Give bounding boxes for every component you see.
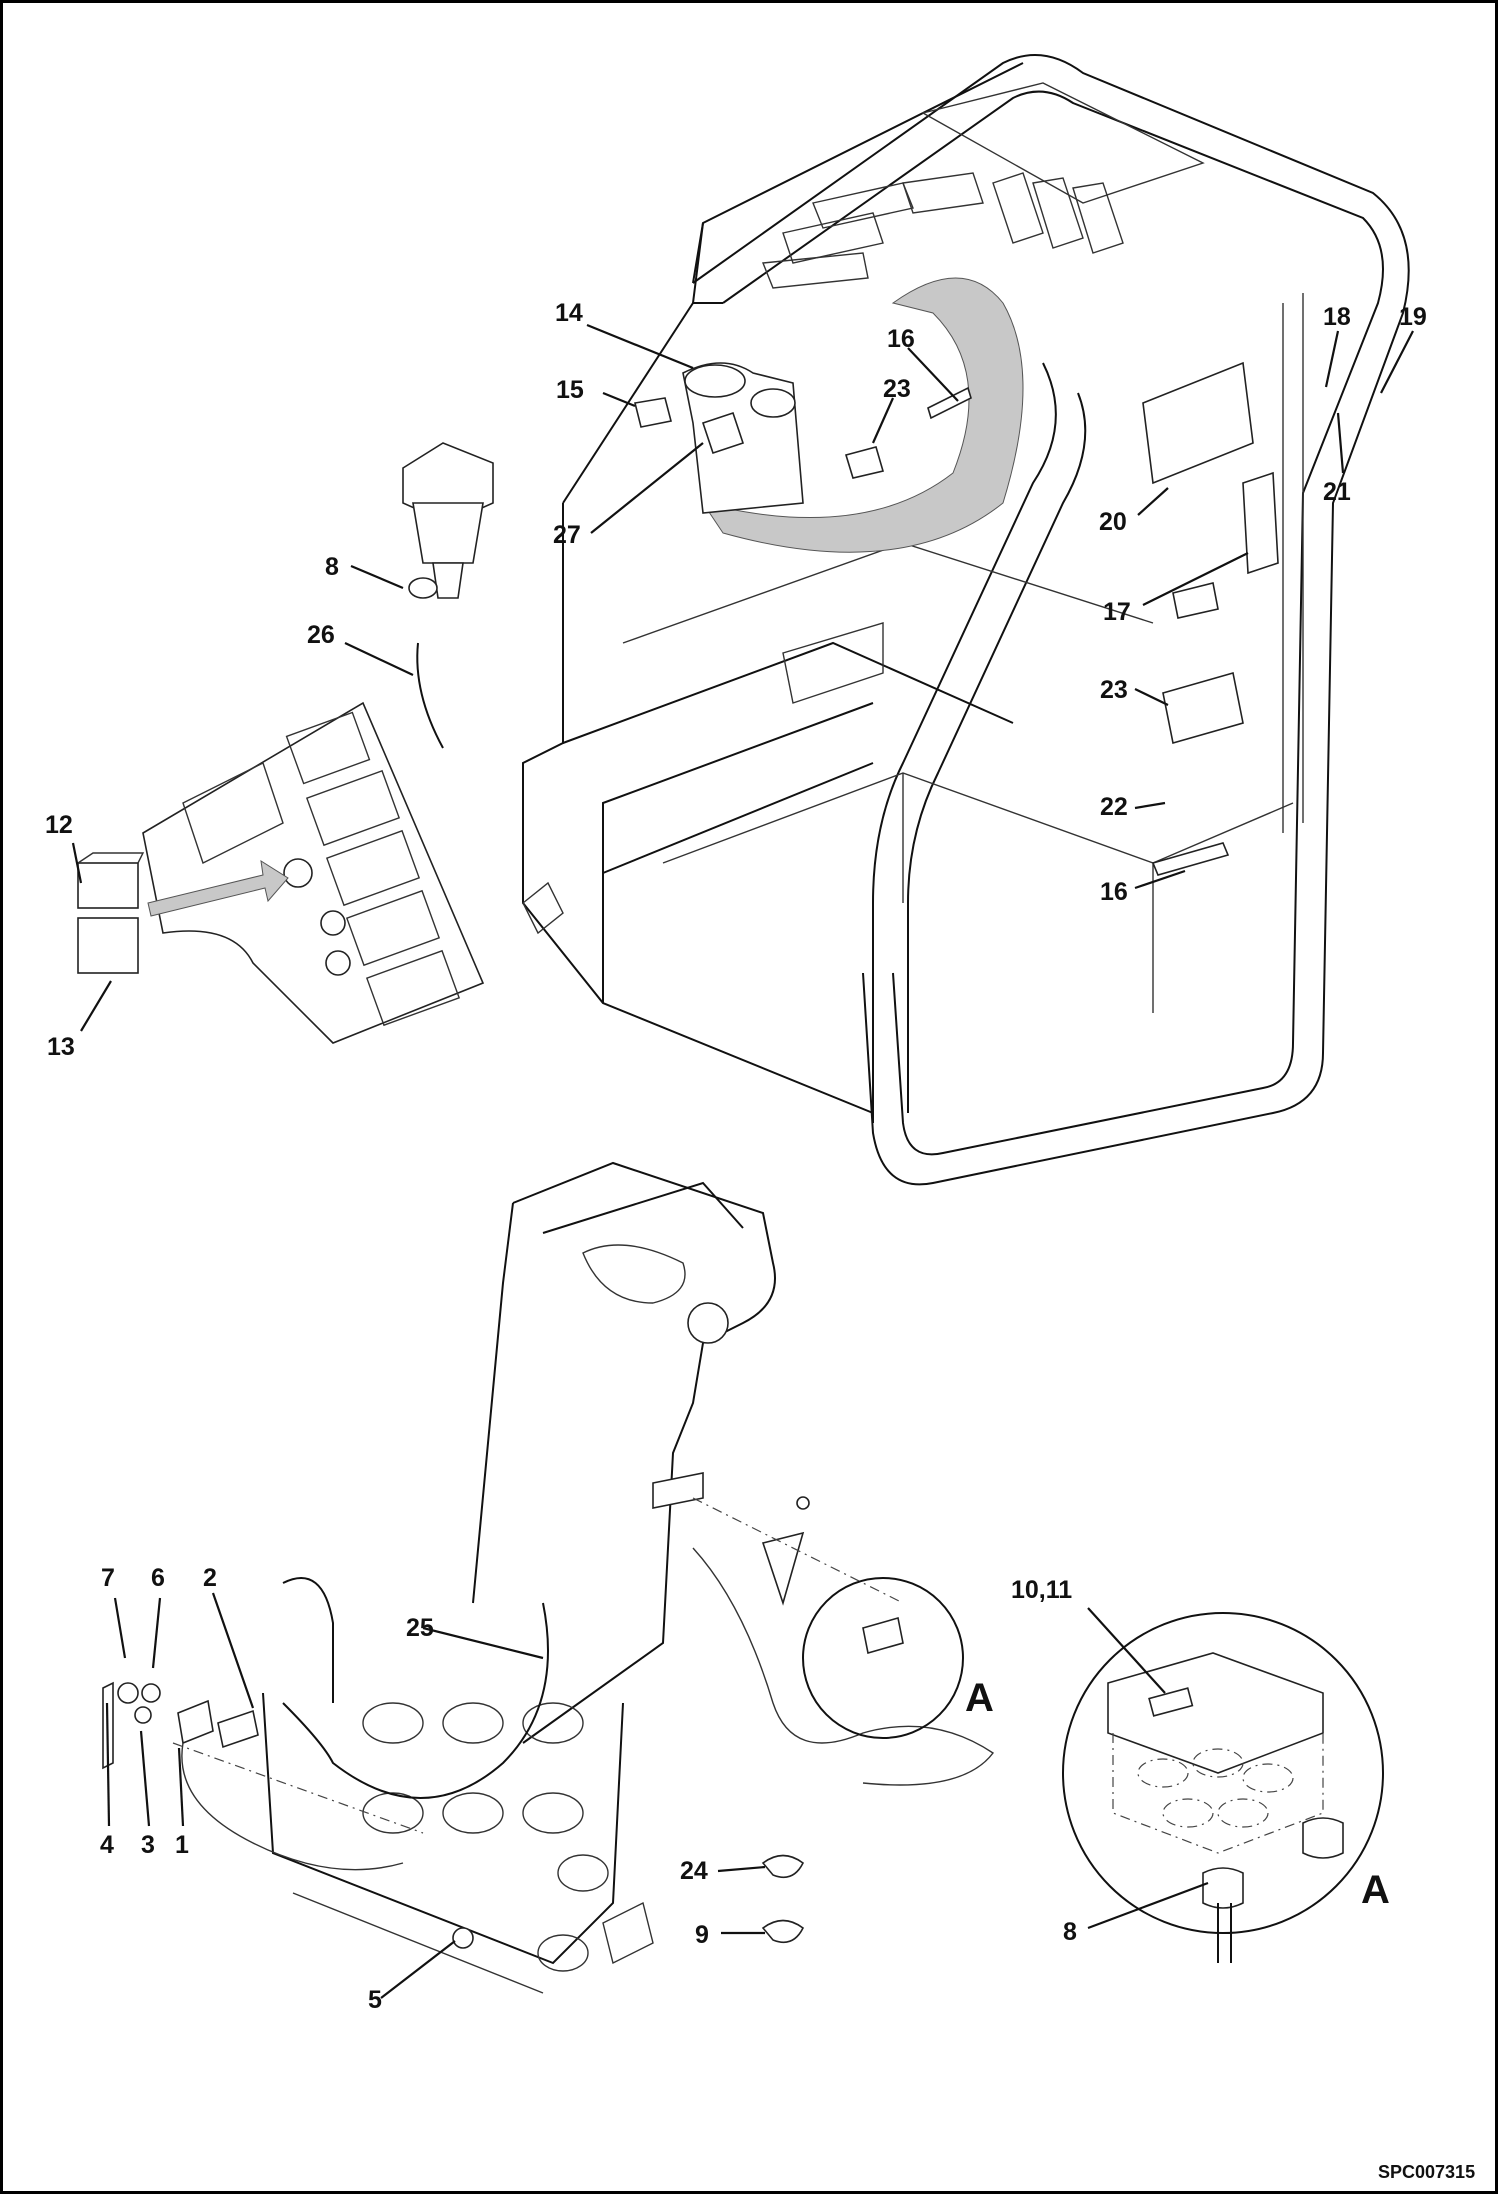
cab-frame [522,54,1410,1186]
detail-a [1062,1612,1384,1963]
callout-23-top: 23 [883,375,911,403]
callout-6: 6 [151,1564,165,1592]
callout-3: 3 [141,1831,155,1859]
callout-10-11: 10,11 [1011,1576,1072,1604]
callout-18: 18 [1323,303,1351,331]
callout-20: 20 [1099,508,1127,536]
callout-25-label: 25 [406,1614,434,1642]
callout-labels: 14 15 27 16 23 8 26 12 13 18 19 20 21 17… [45,299,1475,2182]
callout-24-label: 24 [680,1857,708,1885]
callout-19: 19 [1399,303,1427,331]
callout-9: 9 [695,1921,709,1949]
callout-17: 17 [1103,598,1131,626]
boom-arm [102,1161,995,1994]
filter-housing [634,361,1279,876]
callout-23-mid: 23 [1100,676,1128,704]
callout-7: 7 [101,1564,115,1592]
callout-8-detail: 8 [1063,1918,1077,1946]
callout-13: 13 [47,1033,75,1061]
section-mark-a-left: A [965,1676,994,1720]
callout-8-joystick: 8 [325,553,339,581]
callout-21: 21 [1323,478,1351,506]
callout-5: 5 [368,1986,382,2014]
callout-14: 14 [555,299,583,327]
parts-diagram: 14 15 27 16 23 8 26 12 13 18 19 20 21 17… [45,54,1475,2182]
callout-16-top: 16 [887,325,915,353]
drawing-code: SPC007315 [1378,2162,1475,2182]
callout-4: 4 [100,1831,114,1859]
callout-16-lower: 16 [1100,878,1128,906]
callout-12: 12 [45,811,73,839]
callout-15: 15 [556,376,584,404]
callout-1: 1 [175,1831,189,1859]
joystick [402,442,494,749]
section-mark-a-detail: A [1361,1868,1390,1912]
switch-panel [77,701,485,1044]
callout-27: 27 [553,521,581,549]
leader-lines [71,323,1414,1999]
callout-22: 22 [1100,793,1128,821]
callout-26: 26 [307,621,335,649]
callout-2: 2 [203,1564,217,1592]
